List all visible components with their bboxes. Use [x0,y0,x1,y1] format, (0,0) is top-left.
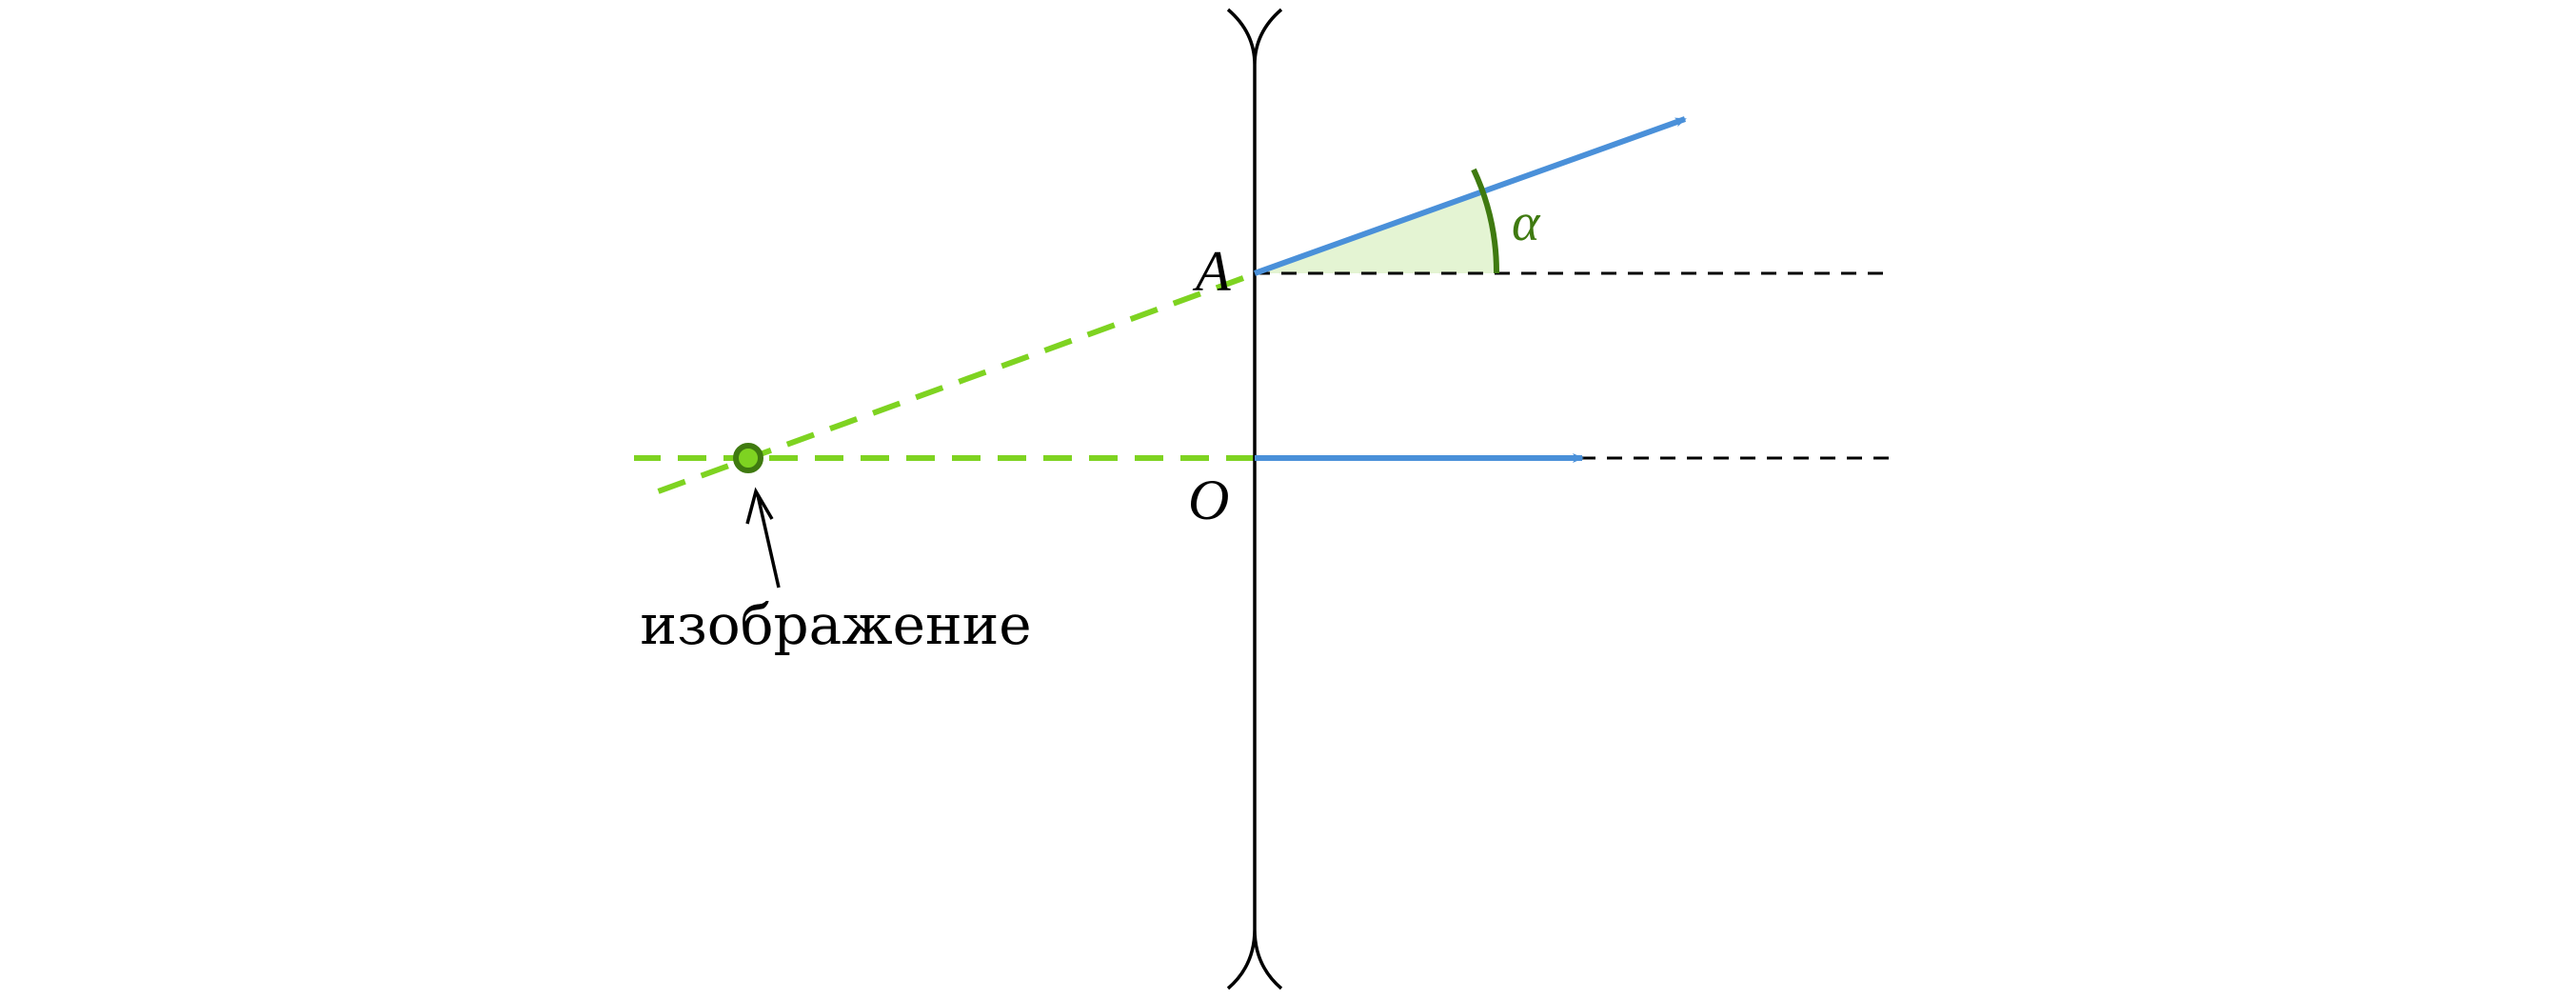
angle-alpha-label: α [1512,193,1541,252]
image-pointer-arrow-icon [745,487,781,589]
refracted-ray-inclined [1253,116,1687,276]
point-a-label: A [1192,240,1231,303]
angle-alpha-arc [1471,168,1500,274]
virtual-image-point [733,443,763,473]
image-caption: изображение [640,592,1031,657]
diverging-lens [1226,8,1283,990]
point-o-label: O [1188,469,1229,531]
